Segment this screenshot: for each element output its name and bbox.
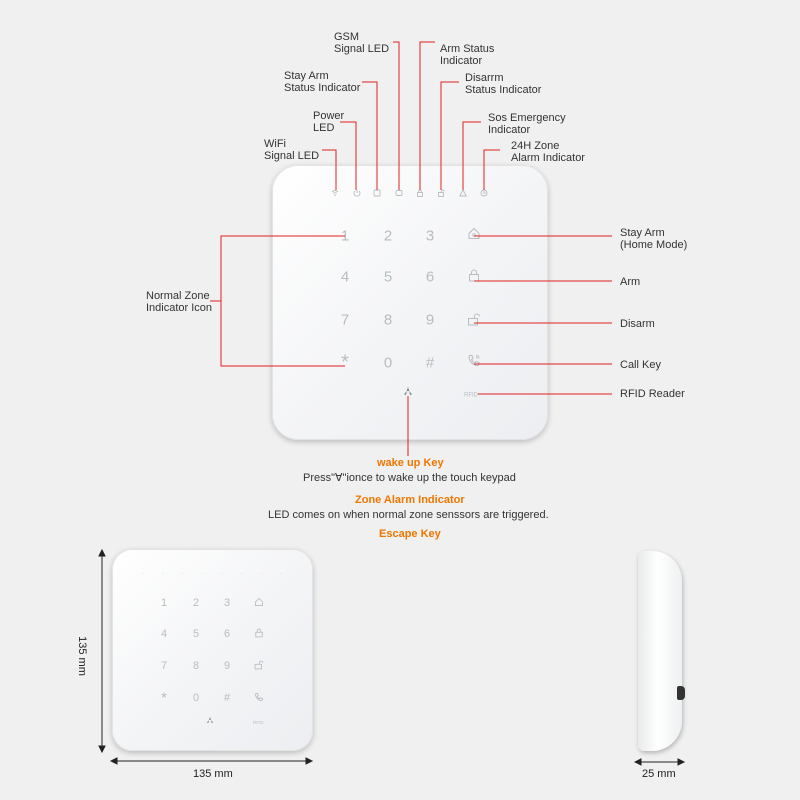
small-rfid-icon: RFID <box>253 712 265 730</box>
small-key-star: * <box>161 689 167 707</box>
small-key-4: 4 <box>160 628 168 640</box>
sos-led-icon <box>459 184 467 202</box>
small-key-5: 5 <box>192 628 200 640</box>
dimension-depth-label: 25 mm <box>642 768 676 780</box>
keypad-front-dimension-view: · · · · · · · · 1 2 3 4 5 6 7 8 9 * 0 # … <box>112 549 313 751</box>
label-wifi-signal-led: WiFi Signal LED <box>264 138 320 162</box>
small-unlock-icon <box>254 657 264 675</box>
label-sos-indicator: Sos Emergency Indicator <box>488 112 566 136</box>
arm-status-icon <box>416 184 424 202</box>
key-3[interactable]: 3 <box>425 227 435 245</box>
small-key-9: 9 <box>223 660 231 672</box>
small-key-6: 6 <box>223 628 231 640</box>
lock-icon[interactable] <box>467 269 481 288</box>
zone-alarm-indicator-title: Zone Alarm Indicator <box>355 494 465 506</box>
small-wake-icon <box>206 711 214 729</box>
keypad-side-view <box>638 551 682 751</box>
label-disarm-status-indicator: Disarrm Status Indicator <box>465 72 542 96</box>
zone-alarm-indicator-note: LED comes on when normal zone senssors a… <box>268 509 549 521</box>
key-8[interactable]: 8 <box>383 311 393 329</box>
label-disarm-key: Disarm <box>620 318 655 330</box>
small-key-3: 3 <box>223 597 231 609</box>
key-7[interactable]: 7 <box>340 311 350 329</box>
home-icon[interactable] <box>467 227 481 246</box>
gsm-led-icon <box>395 184 403 202</box>
key-1[interactable]: 1 <box>340 227 350 245</box>
label-arm-status-indicator: Arm Status Indicator <box>440 43 495 67</box>
label-arm-key: Arm <box>620 276 641 288</box>
small-led-row: · · · · · · · · <box>142 571 290 577</box>
small-key-7: 7 <box>160 660 168 672</box>
small-lock-icon <box>254 625 264 643</box>
key-4[interactable]: 4 <box>340 268 350 286</box>
label-call-key: Call Key <box>620 359 661 371</box>
small-home-icon <box>254 594 264 612</box>
keypad-front-main: 1 2 3 4 5 6 7 8 9 * 0 # RFID <box>272 165 548 440</box>
escape-key-title: Escape Key <box>379 528 441 540</box>
label-power-led: Power LED <box>313 110 345 134</box>
wifi-led-icon <box>331 184 339 202</box>
small-key-hash: # <box>223 692 231 704</box>
phone-icon[interactable] <box>467 354 481 373</box>
small-key-1: 1 <box>160 597 168 609</box>
key-2[interactable]: 2 <box>383 227 393 245</box>
small-key-2: 2 <box>192 597 200 609</box>
stay-arm-status-icon <box>373 184 381 202</box>
wake-up-key-note: Press"Ɐ"ionce to wake up the touch keypa… <box>303 472 516 484</box>
key-star[interactable]: * <box>341 351 349 374</box>
side-view-button <box>677 686 685 700</box>
small-key-0: 0 <box>192 692 200 704</box>
key-hash[interactable]: # <box>425 354 435 372</box>
key-0[interactable]: 0 <box>383 354 393 372</box>
unlock-icon[interactable] <box>467 313 481 332</box>
small-phone-icon <box>254 689 264 707</box>
key-6[interactable]: 6 <box>425 268 435 286</box>
key-5[interactable]: 5 <box>383 268 393 286</box>
label-normal-zone-indicator: Normal Zone Indicator Icon <box>146 290 213 314</box>
label-rfid-reader: RFID Reader <box>620 388 685 400</box>
wake-up-fan-icon[interactable] <box>403 383 413 401</box>
power-led-icon <box>353 184 361 202</box>
label-gsm-signal-led: GSM Signal LED <box>334 31 390 55</box>
svg-text:RFID: RFID <box>464 393 479 399</box>
wake-up-key-title: wake up Key <box>377 457 444 469</box>
small-key-8: 8 <box>192 660 200 672</box>
label-24h-alarm-indicator: 24H Zone Alarm Indicator <box>511 140 585 164</box>
disarm-status-icon <box>437 184 445 202</box>
label-stay-arm-status: Stay Arm Status Indicator <box>284 70 361 94</box>
rfid-icon[interactable]: RFID <box>464 385 480 403</box>
label-stay-arm-home-mode: Stay Arm (Home Mode) <box>620 227 688 251</box>
svg-text:RFID: RFID <box>253 720 264 725</box>
alarm-24h-icon <box>480 184 488 202</box>
dimension-width-label: 135 mm <box>193 768 233 780</box>
dimension-height-label: 135 mm <box>75 636 88 676</box>
key-9[interactable]: 9 <box>425 311 435 329</box>
